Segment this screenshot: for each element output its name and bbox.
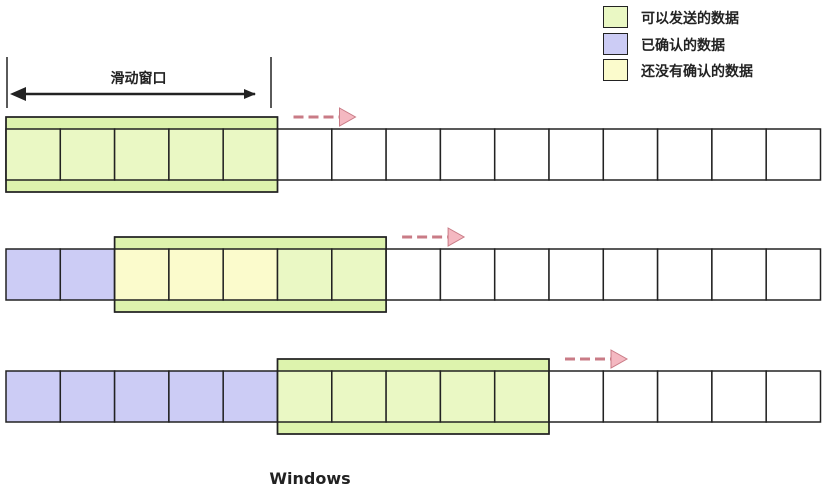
buffer-cell-acked bbox=[113, 370, 170, 423]
buffer-cell-sendable bbox=[331, 248, 387, 301]
buffer-cell-empty bbox=[276, 128, 333, 181]
buffer-cell-sendable bbox=[5, 128, 62, 181]
sliding-window-outline bbox=[5, 116, 279, 193]
buffer-cell-unacked bbox=[168, 248, 224, 301]
buffer-cell-sendable bbox=[439, 370, 496, 423]
buffer-cell-sendable bbox=[385, 370, 442, 423]
buffer-cell-unacked bbox=[113, 248, 170, 301]
buffer-cell-sendable bbox=[168, 128, 224, 181]
buffer-cell-empty bbox=[493, 248, 550, 301]
buffer-cell-sendable bbox=[113, 128, 170, 181]
legend-label-acked: 已确认的数据 bbox=[641, 38, 725, 54]
legend-label-unacked: 还没有确认的数据 bbox=[641, 64, 753, 80]
buffer-cell-sendable bbox=[493, 370, 550, 423]
caption: Windows bbox=[269, 469, 351, 488]
legend-swatch-sendable bbox=[603, 6, 628, 28]
buffer-cell-sendable bbox=[331, 370, 387, 423]
buffer-cell-empty bbox=[548, 248, 605, 301]
buffer-cell-sendable bbox=[276, 370, 333, 423]
buffer-cell-empty bbox=[765, 248, 822, 301]
buffer-row-1 bbox=[5, 107, 822, 193]
buffer-cell-empty bbox=[656, 248, 713, 301]
legend-label-sendable: 可以发送的数据 bbox=[641, 11, 739, 27]
sliding-window-label: 滑动窗口 bbox=[110, 71, 167, 87]
move-right-arrow-icon bbox=[293, 107, 357, 127]
buffer-cell-acked bbox=[168, 370, 224, 423]
move-right-arrow-icon bbox=[565, 349, 629, 369]
buffer-cell-empty bbox=[656, 370, 713, 423]
legend-swatch-unacked bbox=[603, 59, 628, 81]
buffer-cell-sendable bbox=[276, 248, 333, 301]
sliding-window-outline bbox=[276, 358, 550, 435]
buffer-cell-empty bbox=[711, 128, 767, 181]
buffer-cell-empty bbox=[602, 128, 659, 181]
buffer-cell-empty bbox=[548, 370, 605, 423]
buffer-cell-empty bbox=[602, 248, 659, 301]
buffer-cell-sendable bbox=[222, 128, 279, 181]
buffer-cell-empty bbox=[602, 370, 659, 423]
buffer-cell-unacked bbox=[222, 248, 279, 301]
legend-swatch-acked bbox=[603, 33, 628, 55]
buffer-cell-sendable bbox=[59, 128, 116, 181]
buffer-cell-empty bbox=[765, 128, 822, 181]
span-arrowhead-left-icon bbox=[10, 87, 26, 101]
buffer-cell-empty bbox=[548, 128, 605, 181]
buffer-cell-acked bbox=[5, 370, 62, 423]
buffer-cell-acked bbox=[5, 248, 62, 301]
buffer-cell-empty bbox=[331, 128, 387, 181]
buffer-cell-empty bbox=[711, 248, 767, 301]
buffer-cell-empty bbox=[765, 370, 822, 423]
buffer-cell-acked bbox=[59, 248, 116, 301]
buffer-cell-acked bbox=[222, 370, 279, 423]
buffer-cell-acked bbox=[59, 370, 116, 423]
buffer-row-3 bbox=[5, 349, 822, 435]
buffer-cell-empty bbox=[439, 128, 496, 181]
buffer-cell-empty bbox=[711, 370, 767, 423]
buffer-cell-empty bbox=[385, 248, 442, 301]
buffer-cell-empty bbox=[439, 248, 496, 301]
move-right-arrow-icon bbox=[402, 227, 466, 247]
buffer-row-2 bbox=[5, 227, 822, 313]
window-span-indicator bbox=[6, 57, 272, 108]
buffer-cell-empty bbox=[493, 128, 550, 181]
sliding-window-outline bbox=[113, 236, 387, 313]
buffer-cell-empty bbox=[385, 128, 442, 181]
buffer-cell-empty bbox=[656, 128, 713, 181]
